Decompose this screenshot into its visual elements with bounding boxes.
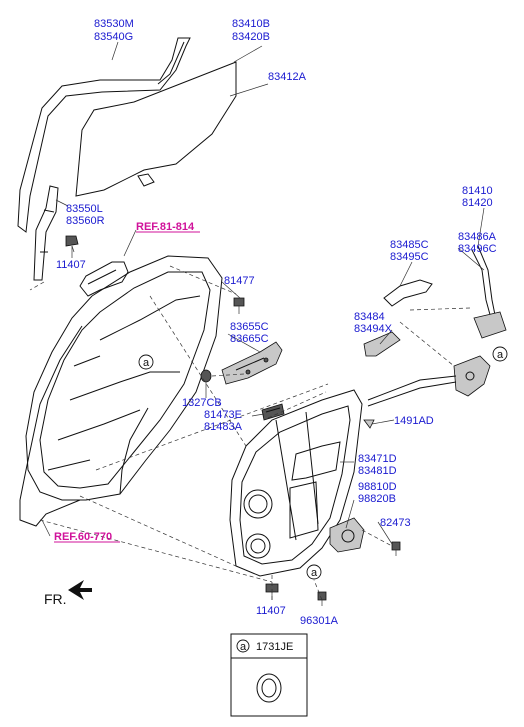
label-11407-bottom: 11407	[256, 605, 286, 617]
reference-labels: REF.81-814 REF.60-770	[54, 221, 200, 543]
label-1491ad: 1491AD	[394, 415, 434, 427]
callout-a-left: a	[138, 354, 154, 370]
callout-a-module: a	[306, 564, 322, 580]
bolt-11407-top	[65, 235, 79, 253]
glass-run-channel	[17, 37, 191, 233]
rear-channel	[33, 185, 59, 281]
label-81420: 81420	[462, 197, 493, 209]
label-83540g: 83540G	[94, 31, 133, 43]
bolt-81477	[233, 297, 245, 314]
label-83410b: 83410B	[232, 18, 270, 30]
label-83665c: 83665C	[230, 333, 269, 345]
label-83481d: 83481D	[358, 465, 397, 477]
front-arrow-icon	[68, 580, 92, 600]
cable-assy	[367, 245, 497, 407]
outside-handle	[79, 261, 129, 297]
bolt-82473	[391, 541, 401, 556]
callout-letter: a	[311, 567, 318, 579]
inset-box: a 1731JE	[230, 633, 308, 717]
callout-letter: a	[143, 357, 150, 369]
label-82473: 82473	[380, 517, 411, 529]
label-83550l: 83550L	[66, 203, 103, 215]
label-83494x: 83494X	[354, 323, 393, 335]
inner-handle-assy	[221, 341, 283, 385]
label-98820b: 98820B	[358, 493, 396, 505]
bracket-83484	[363, 331, 401, 357]
label-83655c: 83655C	[230, 321, 269, 333]
label-83485c: 83485C	[390, 239, 429, 251]
label-81477: 81477	[224, 275, 255, 287]
label-83496c: 83496C	[458, 243, 497, 255]
label-1327cb: 1327CB	[182, 397, 222, 409]
label-81473e: 81473E	[204, 409, 242, 421]
clip-96301a	[317, 591, 327, 606]
ref-81-814: REF.81-814	[136, 221, 195, 233]
part-labels: 83530M 83540G 83410B 83420B 83412A 83550…	[56, 18, 497, 627]
front-label: FR.	[44, 591, 67, 607]
front-direction: FR.	[44, 580, 92, 607]
assembly-lines	[29, 265, 471, 601]
callout-a-right: a	[492, 346, 508, 362]
label-81483a: 81483A	[204, 421, 243, 433]
label-83471d: 83471D	[358, 453, 397, 465]
door-frame	[19, 255, 223, 527]
callout-letter: a	[497, 349, 504, 361]
inset-letter: a	[240, 641, 247, 653]
window-motor	[329, 517, 365, 553]
label-83486a: 83486A	[458, 231, 497, 243]
inset-part-label: 1731JE	[256, 641, 293, 653]
label-83420b: 83420B	[232, 31, 270, 43]
door-glass	[75, 61, 237, 197]
label-83495c: 83495C	[390, 251, 429, 263]
label-83530m: 83530M	[94, 18, 134, 30]
actuator-83486a	[473, 311, 507, 339]
leader-lines	[41, 41, 485, 545]
label-81410: 81410	[462, 185, 493, 197]
label-98810d: 98810D	[358, 481, 397, 493]
bracket-83485c	[383, 279, 433, 307]
inner-handle-bracket	[261, 403, 285, 421]
label-11407-top: 11407	[56, 259, 86, 271]
plug-1731je	[256, 673, 282, 703]
ref-60-770: REF.60-770	[54, 531, 112, 543]
latch-assy	[453, 355, 491, 397]
label-83484: 83484	[354, 311, 385, 323]
grommet-1327cb	[200, 369, 212, 383]
label-96301a: 96301A	[300, 615, 339, 627]
label-83560r: 83560R	[66, 215, 105, 227]
label-83412a: 83412A	[268, 71, 307, 83]
